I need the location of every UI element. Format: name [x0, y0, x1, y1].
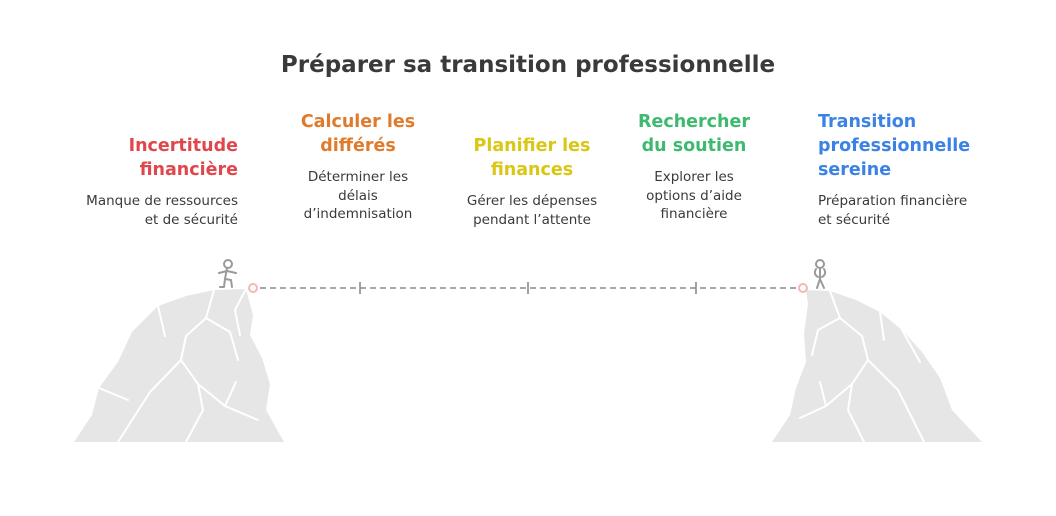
step-heading-line: différés: [320, 136, 396, 156]
step-planifier: Planifier les finances Gérer les dépense…: [446, 134, 618, 229]
step-heading: Rechercher du soutien: [612, 110, 776, 158]
step-description: Déterminer les délais d’indemnisation: [276, 168, 440, 224]
step-description: Manque de ressources et de sécurité: [86, 192, 238, 229]
step-description-line: et sécurité: [818, 211, 891, 228]
end-marker: [798, 283, 808, 293]
step-description-line: financière: [660, 206, 728, 222]
step-description-line: options d’aide: [646, 187, 742, 204]
step-heading-line: du soutien: [641, 136, 747, 156]
step-description-line: délais: [338, 187, 378, 204]
step-description-line: Préparation financière: [818, 193, 968, 209]
page-title: Préparer sa transition professionnelle: [280, 52, 776, 78]
right-cliff: [772, 290, 982, 443]
step-heading-line: sereine: [818, 160, 892, 180]
step-heading: Calculer les différés: [276, 110, 440, 158]
step-description-line: Explorer les: [654, 169, 734, 185]
walking-person-icon: [218, 259, 237, 288]
standing-person-icon: [813, 259, 827, 289]
step-description: Explorer les options d’aide financière: [612, 168, 776, 224]
step-description-line: Manque de ressources: [86, 193, 238, 209]
step-description-line: pendant l’attente: [473, 211, 591, 228]
step-heading-line: Transition: [818, 112, 917, 132]
step-incertitude: Incertitude financière Manque de ressour…: [86, 134, 238, 229]
step-heading-line: finances: [490, 160, 574, 180]
step-description-line: d’indemnisation: [303, 206, 413, 222]
step-transition-sereine: Transition professionnelle sereine Prépa…: [818, 110, 970, 229]
step-heading-line: Calculer les: [300, 112, 416, 132]
start-marker: [248, 283, 258, 293]
step-heading-line: professionnelle: [818, 136, 971, 156]
step-heading-line: Rechercher: [637, 112, 750, 132]
step-description-line: Déterminer les: [307, 169, 409, 185]
step-heading-line: Planifier les: [473, 136, 591, 156]
step-heading-line: Incertitude: [128, 136, 238, 156]
left-cliff: [74, 288, 284, 443]
step-description-line: Gérer les dépenses: [466, 193, 598, 209]
step-calculer: Calculer les différés Déterminer les dél…: [276, 110, 440, 224]
step-heading: Incertitude financière: [86, 134, 238, 182]
step-heading: Transition professionnelle sereine: [818, 110, 970, 182]
step-heading-line: financière: [139, 160, 238, 180]
step-heading: Planifier les finances: [446, 134, 618, 182]
step-rechercher: Rechercher du soutien Explorer les optio…: [612, 110, 776, 224]
step-description-line: et de sécurité: [144, 211, 238, 228]
step-description: Préparation financière et sécurité: [818, 192, 970, 229]
step-description: Gérer les dépenses pendant l’attente: [446, 192, 618, 229]
